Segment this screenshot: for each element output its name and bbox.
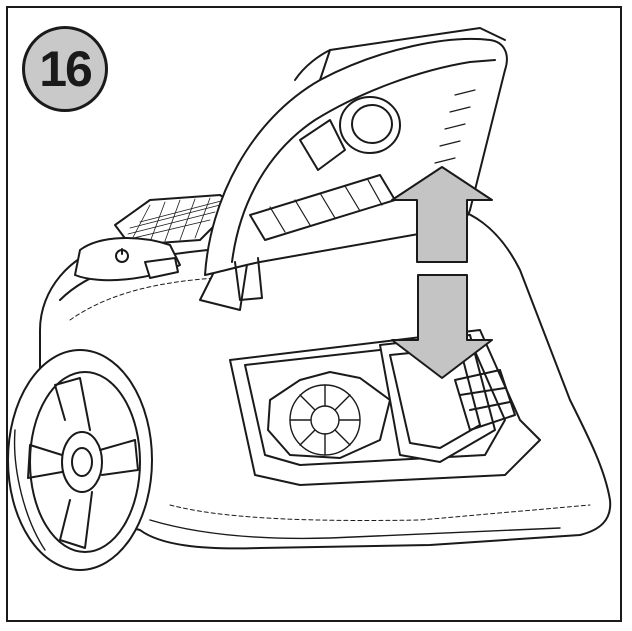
- step-number-badge: 16: [22, 26, 108, 112]
- rear-wheel: [7, 349, 153, 571]
- exhaust-grille: [114, 194, 236, 246]
- step-number: 16: [39, 41, 93, 97]
- motor-fan: [289, 384, 361, 456]
- up-arrow-icon: [391, 166, 493, 263]
- down-arrow-icon: [391, 274, 493, 379]
- power-button-icon: [115, 248, 129, 263]
- power-button: [144, 257, 179, 279]
